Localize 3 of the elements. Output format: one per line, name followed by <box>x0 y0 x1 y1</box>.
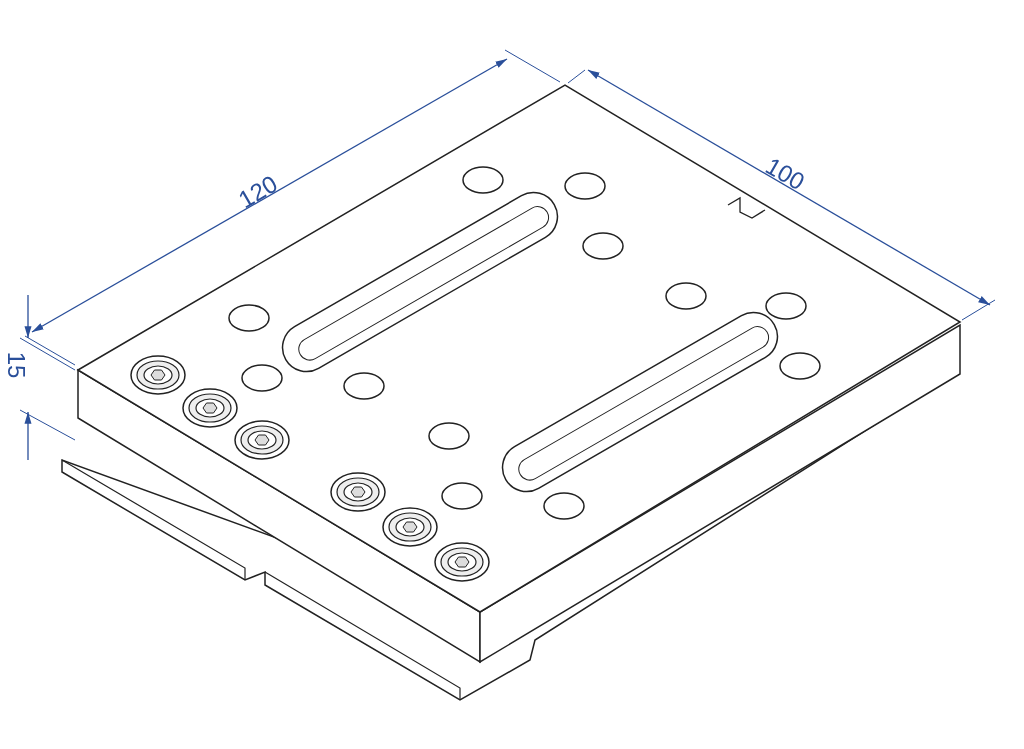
dimension-label: 15 <box>4 351 28 379</box>
dimension-label: 120 <box>234 171 282 213</box>
dimension-label: 100 <box>761 153 809 195</box>
